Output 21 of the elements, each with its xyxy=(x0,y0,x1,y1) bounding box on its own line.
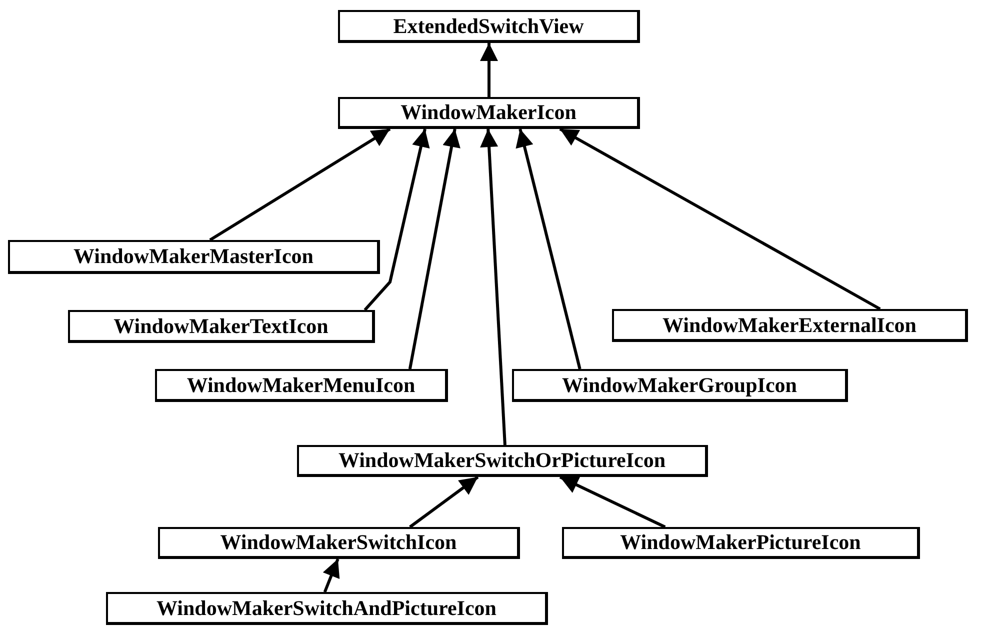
class-box: WindowMakerSwitchOrPictureIcon xyxy=(297,445,708,477)
class-box: WindowMakerTextIcon xyxy=(68,310,375,343)
arrow xyxy=(209,128,391,242)
class-box: WindowMakerPictureIcon xyxy=(562,527,920,559)
arrow xyxy=(322,558,340,593)
class-box: WindowMakerSwitchIcon xyxy=(158,527,520,559)
arrow xyxy=(409,476,479,528)
arrow xyxy=(408,128,460,370)
class-box: WindowMakerMenuIcon xyxy=(155,369,448,402)
arrow xyxy=(364,128,430,311)
class-box: WindowMakerGroupIcon xyxy=(512,369,848,402)
arrow xyxy=(559,476,666,528)
arrow xyxy=(516,128,582,370)
arrow xyxy=(559,128,881,310)
class-box: WindowMakerExternalIcon xyxy=(612,309,968,342)
class-box: WindowMakerMasterIcon xyxy=(8,240,380,274)
class-box: ExtendedSwitchView xyxy=(338,10,640,43)
class-box: WindowMakerSwitchAndPictureIcon xyxy=(106,592,548,625)
arrow xyxy=(480,128,506,446)
arrow xyxy=(480,43,498,97)
class-box: WindowMakerIcon xyxy=(338,97,640,129)
